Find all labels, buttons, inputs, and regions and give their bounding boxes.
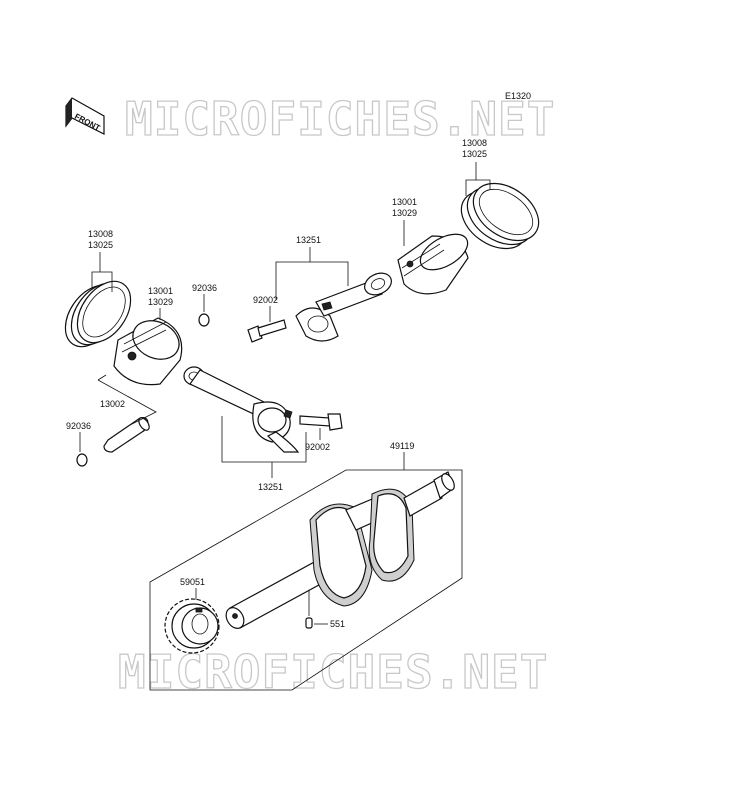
svg-text:49119: 49119 — [390, 441, 414, 451]
bolt-bottom — [299, 413, 343, 431]
callout-ring-set-left: 13008 13025 — [88, 229, 113, 292]
dowel-pin — [305, 590, 313, 629]
callout-pin: 13002 — [97, 374, 157, 427]
svg-text:13029: 13029 — [148, 297, 173, 307]
svg-text:92036: 92036 — [192, 283, 217, 293]
diagram-code: E1320 — [505, 91, 531, 101]
svg-text:59051: 59051 — [180, 577, 205, 587]
callout-ring-set-right: 13008 13025 — [462, 138, 491, 196]
watermark-bottom: MICROFICHES.NET — [118, 645, 548, 699]
callout-bolt-bottom: 92002 — [305, 428, 330, 452]
svg-text:13025: 13025 — [88, 240, 113, 250]
callout-rod-bottom: 13251 — [221, 416, 307, 492]
bolt-top — [247, 319, 287, 343]
crankshaft — [225, 471, 455, 629]
piston-left — [113, 317, 183, 386]
svg-text:13251: 13251 — [296, 235, 321, 245]
callout-gear: 59051 — [180, 577, 205, 600]
piston-rings-left — [64, 280, 132, 348]
circlip-left-bottom: 92036 — [66, 421, 91, 467]
svg-text:13008: 13008 — [462, 138, 487, 148]
svg-text:13029: 13029 — [392, 208, 417, 218]
front-arrow-icon: FRONT — [65, 97, 105, 135]
piston-pin — [103, 417, 150, 453]
connecting-rod-top — [295, 272, 392, 342]
connecting-rod-bottom — [183, 366, 300, 453]
svg-text:13001: 13001 — [148, 286, 173, 296]
callout-crankshaft: 49119 — [390, 441, 414, 470]
svg-text:92002: 92002 — [253, 295, 278, 305]
piston-right — [397, 233, 469, 295]
callout-dowel: 551 — [314, 619, 345, 629]
piston-rings-right — [460, 182, 540, 250]
svg-text:92002: 92002 — [305, 442, 330, 452]
crank-gear — [164, 598, 220, 654]
svg-text:92036: 92036 — [66, 421, 91, 431]
callout-rod-top: 13251 — [275, 235, 349, 300]
svg-text:13002: 13002 — [100, 399, 125, 409]
callout-piston-right: 13001 13029 — [392, 197, 417, 246]
watermark-top: MICROFICHES.NET — [125, 92, 555, 146]
callout-piston-left: 13001 13029 — [148, 286, 173, 320]
callout-bolt-top: 92002 — [253, 295, 278, 322]
svg-text:13251: 13251 — [258, 482, 283, 492]
svg-text:13001: 13001 — [392, 197, 417, 207]
circlip-left-top: 92036 — [192, 283, 217, 327]
svg-text:13008: 13008 — [88, 229, 113, 239]
svg-text:551: 551 — [330, 619, 345, 629]
svg-text:13025: 13025 — [462, 149, 487, 159]
crankshaft-group-box — [149, 469, 463, 691]
